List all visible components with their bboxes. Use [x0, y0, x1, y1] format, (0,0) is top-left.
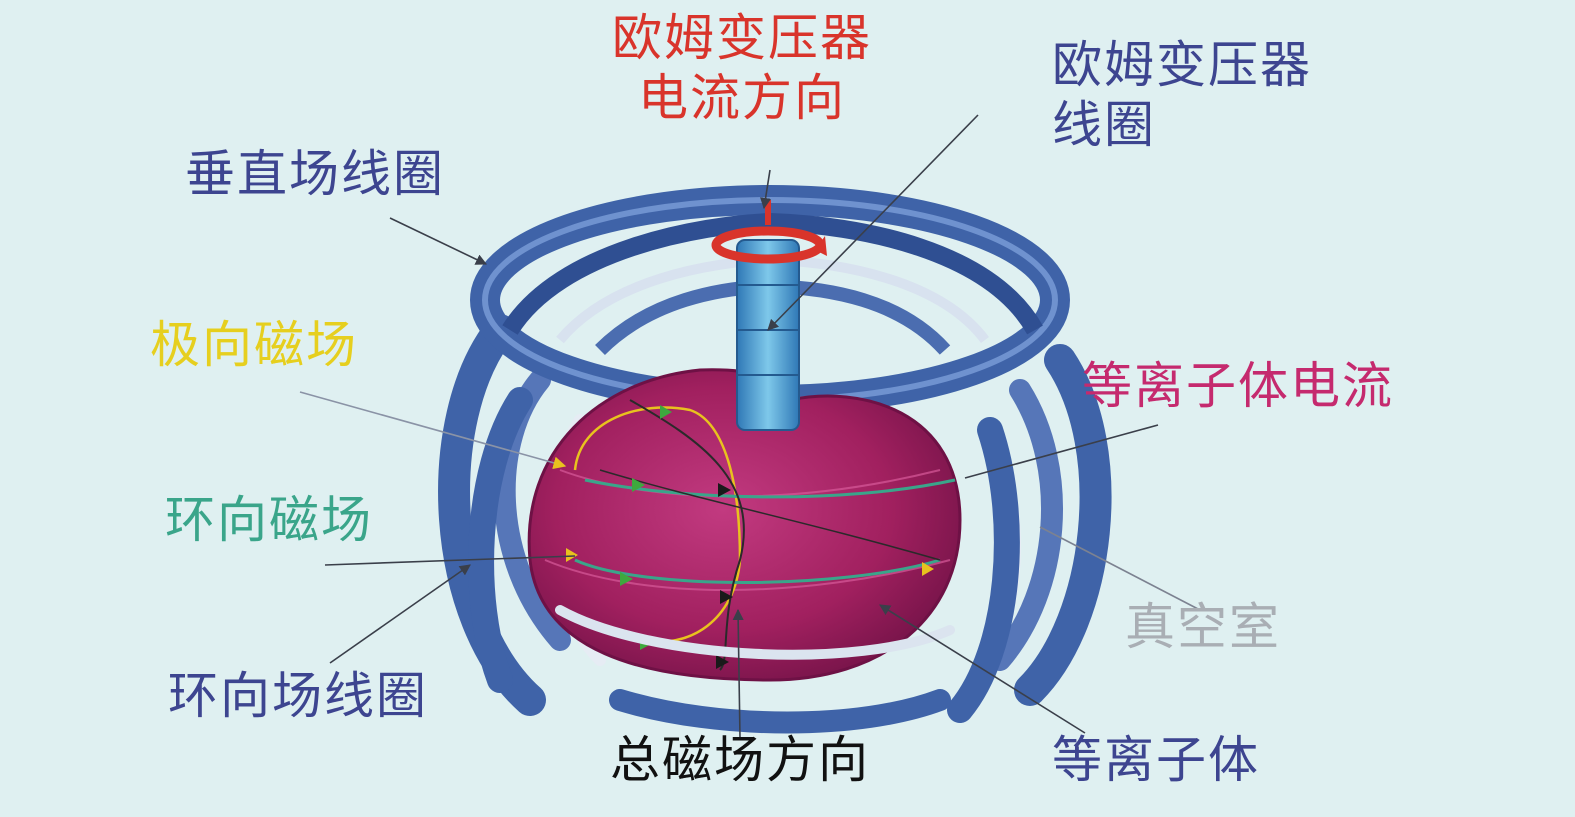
- label-vertical-field-coil: 垂直场线圈: [185, 145, 445, 203]
- field-lines: [573, 399, 956, 671]
- helical-field-line: [629, 399, 745, 671]
- label-toroidal-field: 环向磁场: [165, 491, 373, 549]
- pointer-lines: [299, 114, 1201, 739]
- pointer-toroidal-coil: [329, 564, 471, 664]
- front-toroidal-coils: [468, 387, 1020, 734]
- label-toroidal-field-coil: 环向场线圈: [168, 667, 428, 725]
- poloidal-field-line: [573, 406, 742, 644]
- pointer-plasma-current: [964, 424, 1159, 479]
- label-total-field-direction: 总磁场方向: [610, 731, 870, 789]
- label-ohmic-current-direction: 欧姆变压器 电流方向: [612, 8, 872, 128]
- pointer-poloidal-field: [299, 391, 567, 470]
- field-direction-markers: [566, 405, 934, 669]
- pointer-vacuum-chamber: [1039, 526, 1201, 611]
- helical-field-line-2: [599, 469, 941, 561]
- label-ohmic-coil-line1: 欧姆变压器: [1052, 36, 1312, 94]
- label-vacuum-chamber: 真空室: [1125, 598, 1281, 656]
- label-plasma: 等离子体: [1052, 731, 1260, 789]
- toroidal-field-line-2: [584, 478, 956, 499]
- ohmic-solenoid: [711, 200, 827, 431]
- pointer-ohmic-current: [760, 169, 772, 210]
- label-plasma-current: 等离子体电流: [1082, 357, 1394, 415]
- tokamak-illustration: [438, 185, 1112, 734]
- pointer-plasma: [879, 604, 1086, 734]
- label-poloidal-field: 极向磁场: [150, 316, 358, 374]
- pointer-total-field: [732, 608, 744, 739]
- label-ohmic-current-line1: 欧姆变压器: [612, 9, 872, 67]
- pointer-vertical-coil: [389, 217, 488, 265]
- label-ohmic-transformer-coil: 欧姆变压器 线圈: [1052, 35, 1312, 155]
- toroidal-field-line: [574, 558, 941, 584]
- pointer-ohmic-coil: [767, 114, 979, 331]
- pointer-toroidal-field: [324, 555, 576, 566]
- label-ohmic-coil-line2: 线圈: [1052, 96, 1156, 154]
- label-ohmic-current-line2: 电流方向: [638, 69, 846, 127]
